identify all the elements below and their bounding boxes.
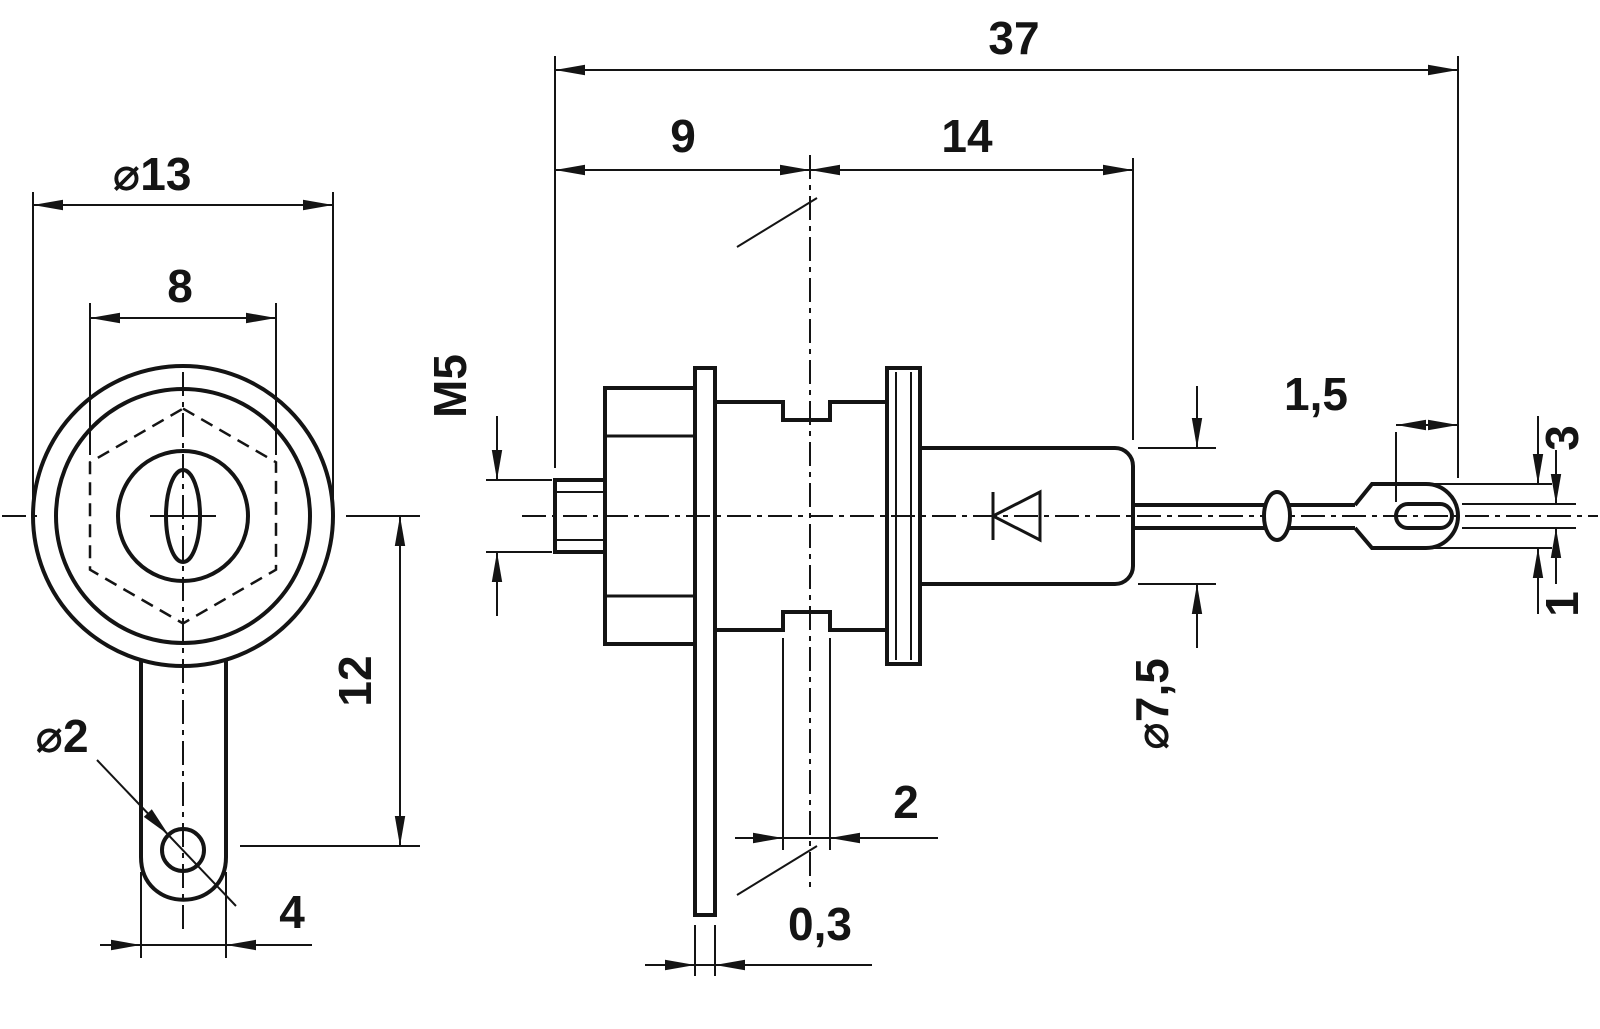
leader-arrowhead xyxy=(143,809,169,835)
dim-label-hole-offset: 12 xyxy=(329,655,381,706)
bushing-profile xyxy=(715,400,887,632)
dim-lug-thickness: 0,3 xyxy=(645,898,872,976)
leader-hole-diameter: ⌀2 xyxy=(35,710,237,907)
can-outline xyxy=(920,446,1135,586)
dim-label-outer-diameter: ⌀13 xyxy=(113,148,192,200)
hex-outline xyxy=(603,386,695,646)
lug-hole xyxy=(160,827,206,873)
dim-hex-width: 8 xyxy=(89,260,277,455)
dim-label-lug-thickness: 0,3 xyxy=(788,898,852,950)
dim-hole-offset: 12 xyxy=(240,515,420,847)
dim-groove-width: 2 xyxy=(735,638,938,850)
panel-break-line-top xyxy=(736,197,818,248)
dim-thread: M5 xyxy=(424,354,552,616)
dim-label-hex-width: 8 xyxy=(167,260,193,312)
terminal-slot xyxy=(1394,502,1454,530)
dim-label-body-length: 14 xyxy=(941,110,993,162)
dim-label-front-length: 9 xyxy=(670,110,696,162)
side-view: 37 9 14 M5 ⌀7,5 xyxy=(424,12,1598,976)
dim-body-diameter: ⌀7,5 xyxy=(1126,386,1216,750)
dim-label-hole-diameter: ⌀2 xyxy=(35,710,88,762)
solder-lug-plate xyxy=(693,366,717,917)
inner-circle xyxy=(116,449,250,583)
dim-label-overall-length: 37 xyxy=(988,12,1039,64)
dim-slot-height: 1 xyxy=(1462,450,1588,617)
dim-label-groove-width: 2 xyxy=(893,776,919,828)
mid-circle xyxy=(54,387,312,645)
stud-outline xyxy=(553,478,605,554)
dim-body-length: 14 xyxy=(810,110,1134,440)
dim-eyelet-end: 1,5 xyxy=(1284,368,1458,502)
solder-lug-outline xyxy=(139,660,228,902)
dim-front-length: 9 xyxy=(555,110,810,176)
dim-label-thread: M5 xyxy=(424,354,476,418)
panel-break-line-bottom xyxy=(736,845,818,896)
flange-inner-lines xyxy=(895,372,912,660)
outer-circle xyxy=(31,364,335,668)
dim-eyelet-width: 3 xyxy=(1430,416,1588,614)
dim-label-eyelet-width: 3 xyxy=(1536,425,1588,451)
front-view: ⌀13 8 12 ⌀2 4 xyxy=(2,148,420,958)
dim-label-slot-height: 1 xyxy=(1536,591,1588,617)
dim-outer-diameter: ⌀13 xyxy=(32,148,334,505)
dim-label-lug-width: 4 xyxy=(279,886,305,938)
hex-hidden-outline xyxy=(88,407,278,625)
hex-facet-lines xyxy=(605,434,695,598)
dim-overall-length: 37 xyxy=(554,12,1459,478)
lead-lines xyxy=(1133,503,1355,530)
diode-triangle xyxy=(989,489,1042,543)
dim-label-body-diameter: ⌀7,5 xyxy=(1126,658,1178,750)
flange-plate xyxy=(885,366,922,666)
dim-lug-width: 4 xyxy=(100,872,312,958)
lead-bead xyxy=(1262,490,1292,542)
dim-label-eyelet-end: 1,5 xyxy=(1284,368,1348,420)
